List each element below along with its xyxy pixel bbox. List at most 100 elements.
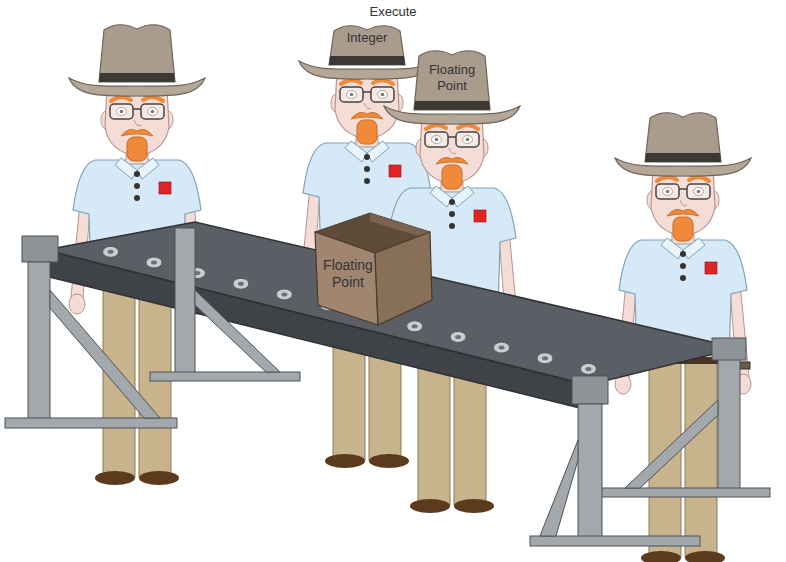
hat-brim (69, 78, 205, 96)
shoe (325, 454, 365, 468)
stand-foot (600, 488, 770, 497)
shirt-button (134, 171, 140, 177)
roller-hub (499, 346, 505, 350)
roller-hub (455, 335, 461, 339)
roller-hub (108, 250, 114, 254)
belt-roller (537, 353, 553, 364)
glasses-lens (371, 87, 394, 102)
stand-brace (195, 290, 280, 372)
node-label: Floating Point (416, 62, 488, 94)
stand-foot (150, 372, 300, 381)
belt-roller (103, 246, 119, 257)
node-label: Integer (329, 30, 405, 45)
shirt-logo (474, 210, 486, 222)
nose (364, 103, 371, 109)
belt-end-cap (572, 376, 608, 404)
mustache (436, 157, 468, 164)
goatee (357, 120, 377, 144)
belt-roller (146, 257, 162, 268)
roller-hub (542, 356, 548, 360)
hand (69, 294, 85, 314)
eyebrow (657, 177, 677, 181)
shoe (95, 471, 135, 485)
mustache (121, 129, 153, 136)
belt-end-cap (22, 236, 58, 262)
hat-crown (414, 51, 490, 110)
shoe (369, 454, 409, 468)
stand-post (578, 404, 602, 540)
glasses-lens (687, 184, 710, 199)
hat-label-outline (297, 15, 437, 85)
roller-hub (412, 324, 418, 328)
stand-foot (530, 536, 700, 546)
eyebrow (689, 177, 709, 181)
shirt-button (364, 154, 370, 160)
belt-roller (494, 342, 510, 353)
shoe (410, 499, 450, 513)
roller-hub (585, 367, 591, 371)
roller-hub (151, 260, 157, 264)
trouser-leg (685, 357, 717, 557)
stand-foot (5, 418, 177, 428)
stand-post (175, 228, 195, 376)
shirt-button (364, 166, 370, 172)
shirt-button (449, 211, 455, 217)
glasses-lens (110, 104, 133, 119)
nose (449, 148, 456, 154)
eyebrow (426, 125, 446, 129)
glasses-lens (656, 184, 679, 199)
mustache (667, 209, 699, 216)
cowboy-hat (384, 51, 520, 124)
glasses-bridge (679, 188, 687, 190)
box-inner-wall (370, 213, 430, 236)
roller-hub (281, 292, 287, 296)
hat-brim (299, 61, 435, 79)
shoe (641, 551, 681, 562)
shirt-button (449, 199, 455, 205)
belt-roller (407, 321, 423, 332)
hat-band (414, 101, 490, 110)
cowboy-hat (615, 113, 751, 176)
belt-roller (580, 363, 596, 374)
eyebrow (143, 97, 163, 101)
shoe (139, 471, 179, 485)
hat-brim (615, 158, 751, 176)
stand-post (718, 352, 740, 492)
hat-crown (329, 26, 405, 65)
mustache (351, 112, 383, 119)
glasses-bridge (363, 91, 371, 93)
hat-brim (384, 106, 520, 124)
hat-crown (645, 113, 721, 162)
cowboy-hat (69, 25, 205, 96)
shirt-logo (159, 182, 171, 194)
glasses-lens (141, 104, 164, 119)
belt-roller (233, 278, 249, 289)
glasses-bridge (448, 136, 456, 138)
belt-stand (5, 228, 770, 546)
glasses-lens (425, 132, 448, 147)
shirt-button (134, 183, 140, 189)
goatee (127, 137, 147, 161)
hat-band (645, 153, 721, 162)
stand-post (28, 262, 50, 422)
roller-hub (238, 282, 244, 286)
hat-label: Integer (297, 15, 437, 85)
shirt-button (680, 275, 686, 281)
eyebrow (111, 97, 131, 101)
belt-end-cap (712, 338, 746, 360)
shirt-logo (389, 165, 401, 177)
cowboy-hat (299, 26, 435, 79)
shirt-button (680, 251, 686, 257)
hat-label: Floating Point (382, 40, 522, 128)
glasses-lens (340, 87, 363, 102)
stand-brace (625, 400, 718, 488)
stand-brace (50, 290, 160, 418)
hat-band (329, 56, 405, 65)
worker-figure (299, 70, 435, 468)
shirt-button (449, 223, 455, 229)
belt-roller (450, 331, 466, 342)
goatee (442, 165, 462, 189)
conveyor-belt (45, 222, 738, 410)
